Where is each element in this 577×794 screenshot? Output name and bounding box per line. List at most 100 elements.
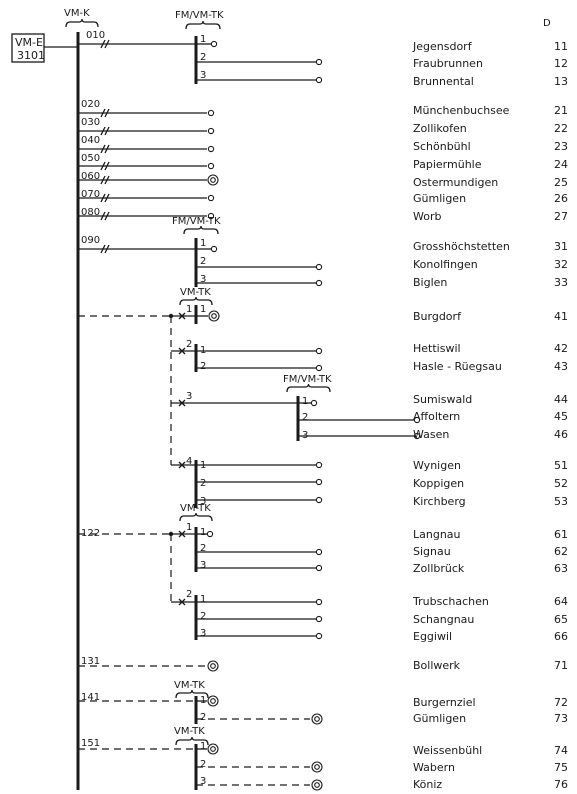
destination-code: 61 — [554, 528, 568, 541]
trunk-number: 010 — [86, 30, 105, 41]
group-brace — [286, 383, 331, 393]
group-brace — [185, 20, 221, 30]
cross-mark — [178, 598, 186, 606]
slash-mark — [100, 108, 106, 118]
trunk-number: 080 — [81, 207, 100, 218]
destination-name: Ostermundigen — [413, 176, 498, 189]
destination-name: Papiermühle — [413, 158, 482, 171]
destination-code: 27 — [554, 210, 568, 223]
endpoint-circle — [315, 263, 323, 271]
slash-mark — [100, 211, 106, 221]
slash-mark — [100, 126, 106, 136]
d-column-header: D — [543, 18, 551, 29]
group-brace — [175, 689, 209, 699]
destination-code: 71 — [554, 659, 568, 672]
destination-name: Brunnental — [413, 75, 474, 88]
destination-name: Münchenbuchsee — [413, 104, 510, 117]
port-number: 1 — [200, 527, 206, 538]
source-box — [11, 33, 45, 63]
trunk-number: 070 — [81, 189, 100, 200]
vm-tk-label-2: VM-TK — [180, 503, 211, 514]
destination-code: 26 — [554, 192, 568, 205]
port-number: 1 — [200, 345, 206, 356]
destination-code: 33 — [554, 276, 568, 289]
endpoint-circle — [315, 461, 323, 469]
slash-mark — [100, 244, 106, 254]
destination-name: Affoltern — [413, 410, 460, 423]
destination-code: 76 — [554, 778, 568, 791]
destination-name: Burgdorf — [413, 310, 462, 323]
destination-name: Fraubrunnen — [413, 57, 483, 70]
double-endpoint-inner — [210, 746, 216, 752]
source-box-line2: 3101 — [17, 49, 45, 62]
trunk-number: 141 — [81, 692, 100, 703]
destination-code: 42 — [554, 342, 568, 355]
endpoint-circle — [310, 399, 318, 407]
endpoint-circle — [210, 40, 218, 48]
port-number: 1 — [302, 396, 308, 407]
vm-tk-label-4: VM-TK — [174, 726, 205, 737]
slash-mark — [104, 39, 110, 49]
slash-mark — [100, 161, 106, 171]
endpoint-circle — [315, 496, 323, 504]
destination-code: 46 — [554, 428, 568, 441]
port-number: 2 — [200, 611, 206, 622]
port-number: 4 — [186, 456, 192, 467]
port-number: 1 — [186, 304, 192, 315]
destination-name: Hettiswil — [413, 342, 461, 355]
endpoint-circle — [207, 162, 215, 170]
destination-code: 66 — [554, 630, 568, 643]
destination-code: 31 — [554, 240, 568, 253]
destination-code: 72 — [554, 696, 568, 709]
slash-mark — [100, 193, 106, 203]
destination-name: Sumiswald — [413, 393, 472, 406]
slash-mark — [100, 144, 106, 154]
destination-name: Burgernziel — [413, 696, 476, 709]
destination-name: Hasle - Rüegsau — [413, 360, 502, 373]
destination-code: 52 — [554, 477, 568, 490]
endpoint-circle — [315, 364, 323, 372]
destination-code: 23 — [554, 140, 568, 153]
source-box-line1: VM-E — [15, 36, 43, 49]
endpoint-circle — [315, 564, 323, 572]
endpoint-circle — [413, 416, 421, 424]
destination-code: 45 — [554, 410, 568, 423]
slash-mark — [100, 175, 106, 185]
destination-code: 21 — [554, 104, 568, 117]
port-number: 3 — [200, 776, 206, 787]
endpoint-circle — [413, 432, 421, 440]
endpoint-circle — [207, 127, 215, 135]
slash-mark — [104, 161, 110, 171]
destination-name: Trubschachen — [412, 595, 489, 608]
port-number: 2 — [200, 361, 206, 372]
destination-code: 64 — [554, 595, 568, 608]
destination-code: 63 — [554, 562, 568, 575]
group-brace — [175, 736, 209, 746]
destination-code: 24 — [554, 158, 568, 171]
destination-list: Jegensdorf 11 Fraubrunnen 12 Brunnental … — [412, 40, 568, 791]
port-number: 3 — [200, 274, 206, 285]
port-number: 2 — [186, 589, 192, 600]
slash-mark — [100, 39, 106, 49]
destination-name: Signau — [413, 545, 451, 558]
destination-name: Zollbrück — [413, 562, 465, 575]
endpoint-circle — [207, 145, 215, 153]
double-endpoint-inner — [211, 313, 217, 319]
destination-name: Langnau — [413, 528, 461, 541]
endpoint-circle — [315, 58, 323, 66]
trunk-number: 151 — [81, 738, 100, 749]
destination-name: Kirchberg — [413, 495, 466, 508]
trunk-number: 030 — [81, 117, 100, 128]
port-number: 2 — [200, 256, 206, 267]
slash-mark — [104, 244, 110, 254]
destination-code: 12 — [554, 57, 568, 70]
port-number: 2 — [200, 478, 206, 489]
destination-name: Wasen — [413, 428, 449, 441]
destination-name: Gümligen — [413, 192, 466, 205]
vm-tk-label-1: VM-TK — [180, 287, 211, 298]
port-number: 1 — [200, 594, 206, 605]
slash-mark — [104, 144, 110, 154]
trunk-number: 020 — [81, 99, 100, 110]
vm-tk-label-3: VM-TK — [174, 680, 205, 691]
port-number: 1 — [200, 741, 206, 752]
